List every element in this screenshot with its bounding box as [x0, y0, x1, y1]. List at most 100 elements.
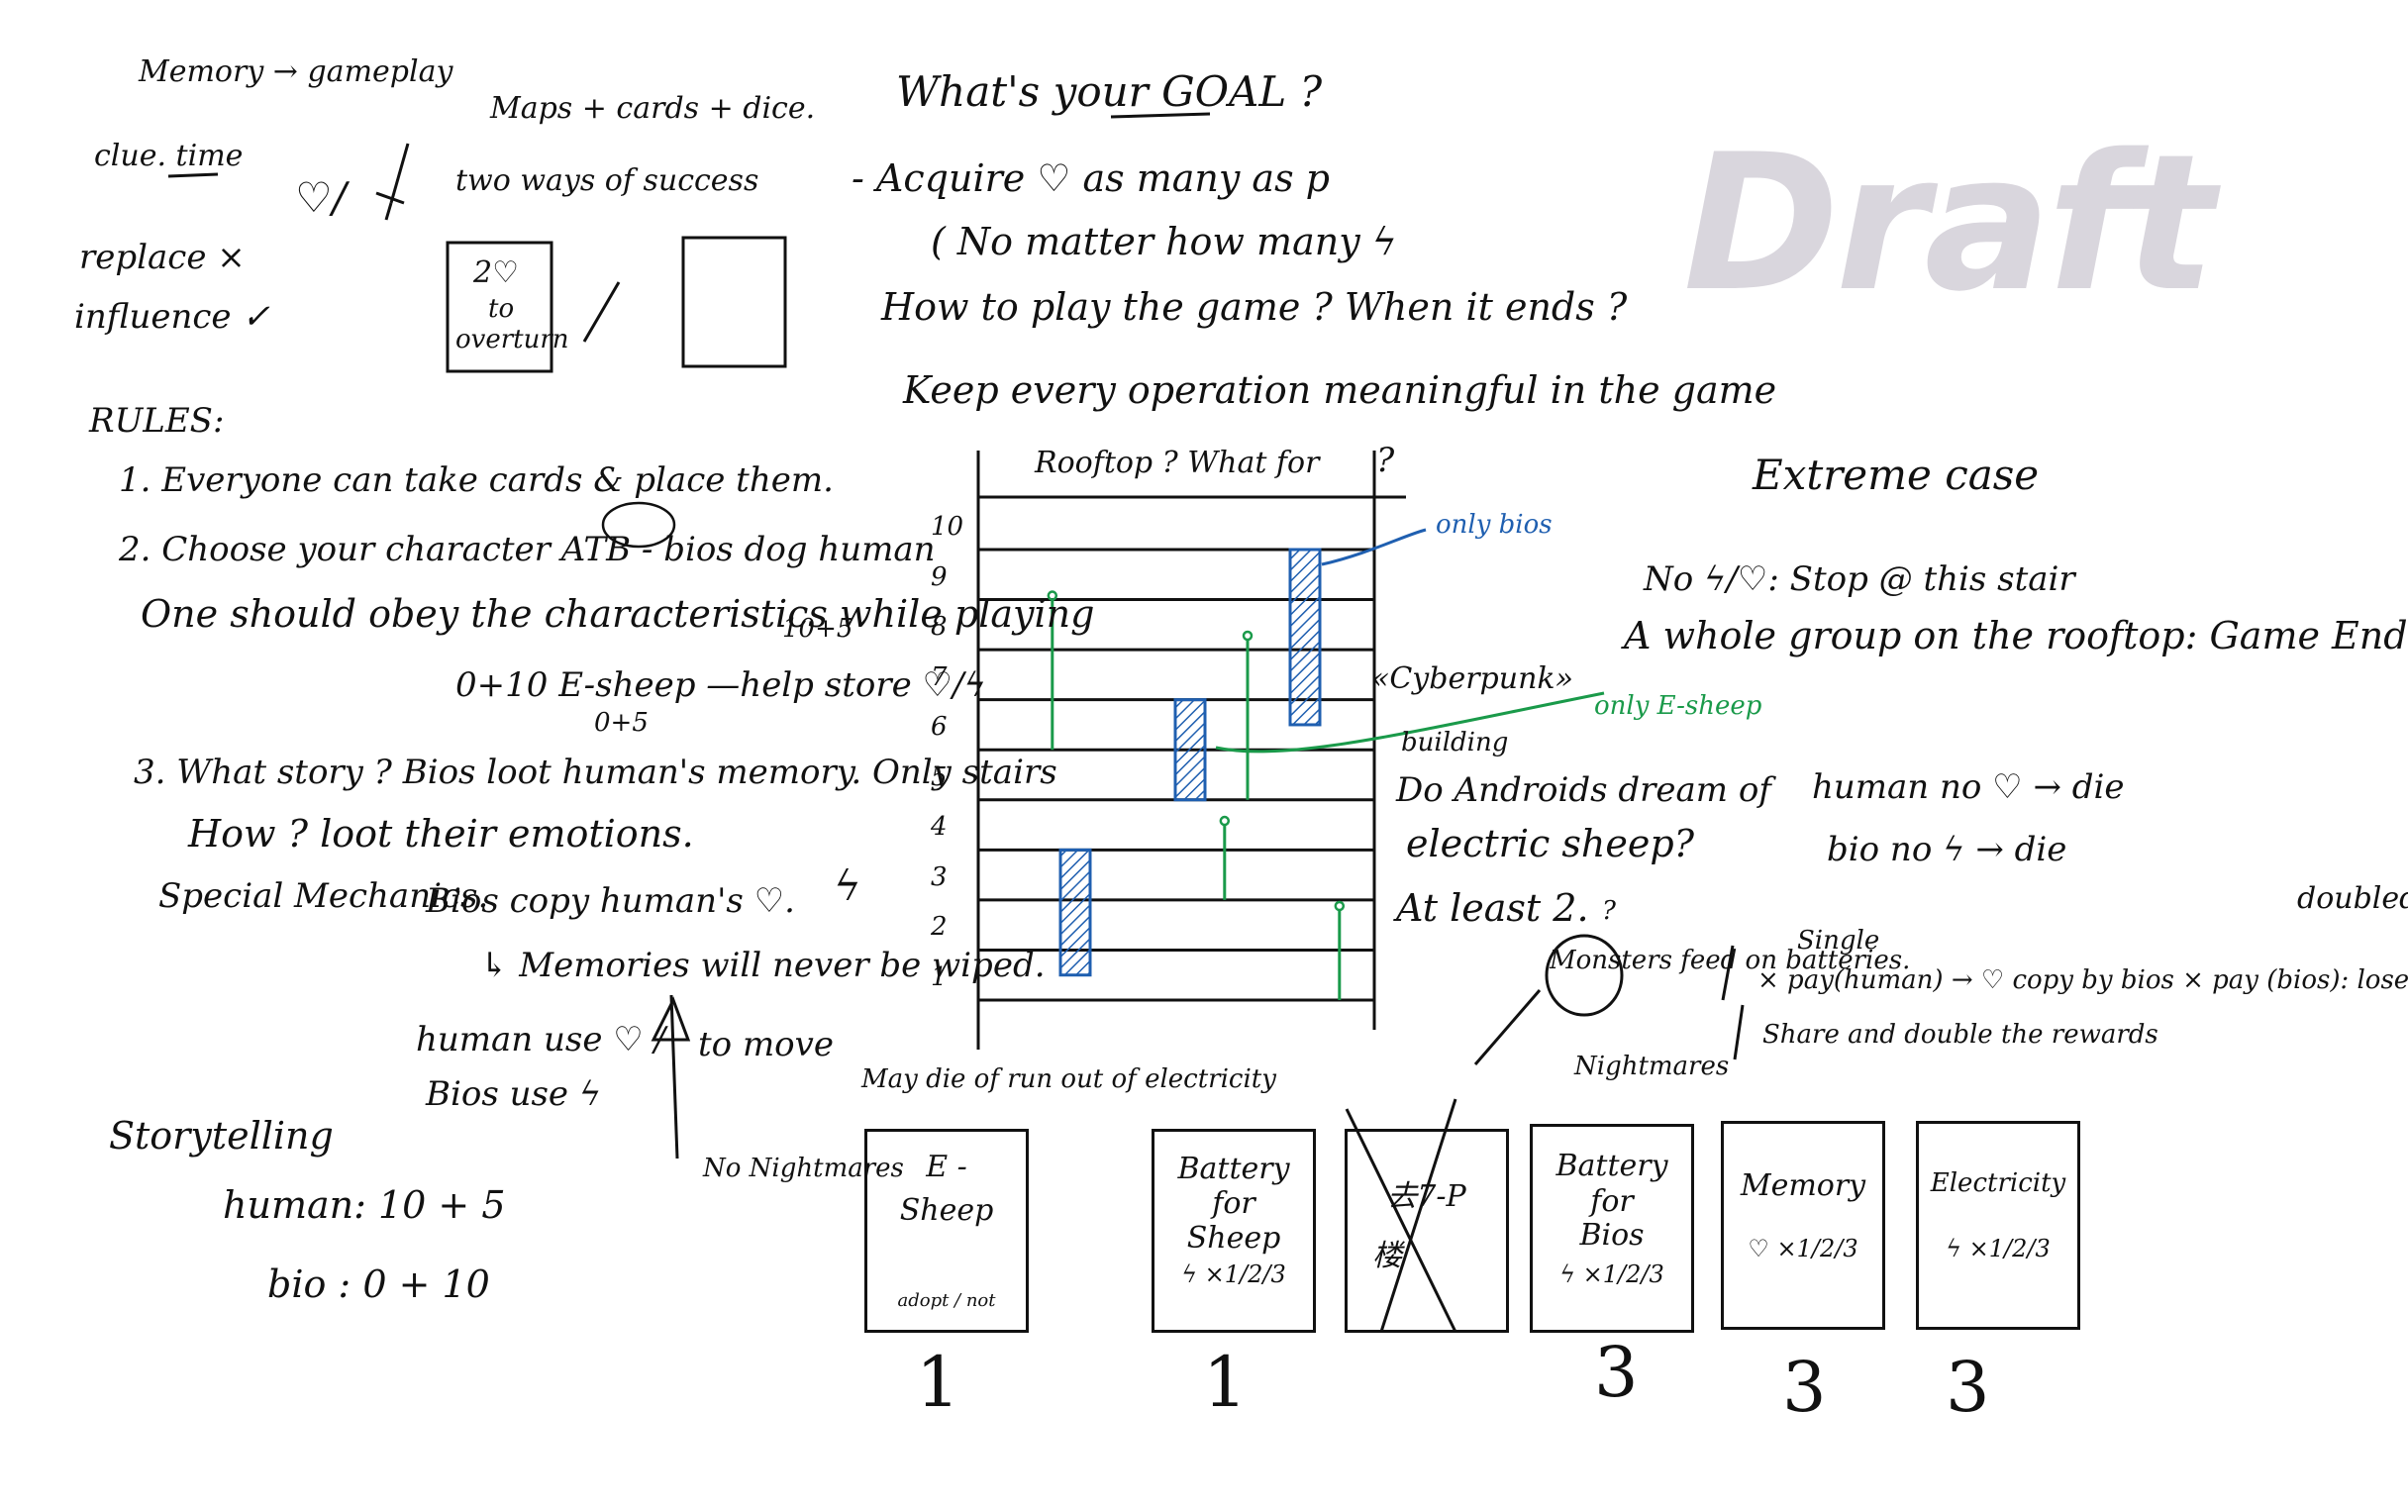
- nightmares: Nightmares: [1574, 1052, 1730, 1081]
- bios-use: Bios use ϟ: [426, 1074, 602, 1114]
- goal-keep-every: Keep every operation meaningful in the g…: [903, 368, 1777, 412]
- special-mechanics: Special Mechanics.: [158, 876, 489, 916]
- rule-2b: One should obey the characteristics whil…: [141, 592, 1095, 636]
- single: Single: [1797, 926, 1880, 956]
- bio-die: bio no ϟ → die: [1827, 830, 2067, 869]
- blank-card: [681, 236, 787, 368]
- human-stem-head: [1047, 590, 1058, 601]
- card-line: ♡ ×1/2/3: [1748, 1235, 1858, 1262]
- card-line: Battery: [1177, 1152, 1290, 1186]
- card-line: ϟ ×1/2/3: [1181, 1260, 1286, 1288]
- doubled: doubled: [2297, 881, 2408, 916]
- extreme-title: Extreme case: [1753, 451, 2040, 499]
- building: building: [1401, 728, 1509, 757]
- note-clue-time: clue. time: [94, 139, 244, 173]
- human-stem-head: [1219, 815, 1231, 827]
- rules-header: RULES:: [89, 401, 225, 441]
- to-move: to move: [698, 1025, 834, 1064]
- heart-icon: ♡/: [295, 173, 347, 222]
- card-line: Electricity: [1930, 1168, 2066, 1198]
- card-line: E -: [926, 1150, 967, 1184]
- rule-3b: How ? loot their emotions.: [188, 812, 694, 856]
- card-count: 1: [1203, 1342, 1248, 1423]
- y-tick-label: 7: [931, 661, 948, 692]
- storytelling: Storytelling: [109, 1114, 334, 1158]
- y-tick-label: 6: [931, 712, 948, 743]
- y-tick-label: 10: [931, 512, 964, 542]
- lightning-icon: ϟ: [834, 861, 861, 910]
- card-electricity[interactable]: Electricity ϟ ×1/2/3: [1916, 1121, 2080, 1330]
- chart-title-q: ?: [1376, 441, 1395, 480]
- rule-1: 1. Everyone can take cards & place them.: [119, 460, 834, 500]
- y-tick-label: 9: [931, 561, 948, 592]
- pay-human: × pay(human) → ♡ copy by bios × pay (bio…: [1757, 965, 2408, 995]
- card-line: Sheep: [899, 1193, 994, 1228]
- no-nightmares: No Nightmares: [703, 1154, 904, 1183]
- memories-wiped: ↳ Memories will never be wiped.: [480, 946, 1046, 985]
- goal-title: What's your GOAL ?: [896, 67, 1323, 116]
- may-die: May die of run out of electricity: [861, 1064, 1276, 1094]
- y-tick-label: 5: [931, 761, 948, 792]
- goal-acquire: - Acquire ♡ as many as p: [852, 156, 1330, 200]
- sword-icon: [375, 143, 410, 221]
- card-battery-bios[interactable]: Battery for Bios ϟ ×1/2/3: [1530, 1124, 1694, 1333]
- chart-title: Rooftop ? What for: [1035, 446, 1320, 480]
- question-mark: ?: [1602, 896, 1616, 926]
- card-to: to: [488, 294, 515, 324]
- y-tick-label: 1: [931, 962, 948, 992]
- card-crossed[interactable]: 去7-P 楼: [1345, 1129, 1509, 1333]
- only-bios-label: only bios: [1436, 510, 1553, 540]
- card-line: ϟ ×1/2/3: [1559, 1260, 1664, 1288]
- rule-2e: 0+5: [594, 708, 649, 738]
- card-overturn: overturn: [455, 325, 569, 354]
- human-stem-head: [1242, 630, 1254, 642]
- electric-sheep: electric sheep?: [1406, 822, 1695, 865]
- card-line: Memory: [1740, 1168, 1866, 1203]
- human-die: human no ♡ → die: [1812, 767, 2125, 807]
- only-esheep-label: only E-sheep: [1594, 691, 1762, 721]
- card-line: for: [1590, 1184, 1634, 1219]
- androids: Do Androids dream of: [1396, 770, 1771, 810]
- card-line: Bios: [1579, 1218, 1645, 1253]
- card-line: for: [1212, 1186, 1255, 1221]
- rule-2: 2. Choose your character ATB - bios dog …: [119, 530, 936, 569]
- goal-no-matter: ( No matter how many ϟ: [931, 220, 1397, 263]
- note-two-ways: two ways of success: [455, 163, 759, 198]
- card-line: 楼: [1372, 1239, 1402, 1273]
- card-line: ϟ ×1/2/3: [1946, 1235, 2051, 1262]
- card-count: 1: [916, 1342, 960, 1423]
- card-2heart: 2♡: [473, 255, 519, 290]
- y-tick-label: 8: [931, 612, 948, 643]
- note-replace: replace ×: [79, 238, 246, 277]
- extreme-whole-group: A whole group on the rooftop: Game End: [1624, 614, 2408, 657]
- y-tick-label: 3: [931, 861, 948, 892]
- card-count: 3: [1782, 1347, 1827, 1428]
- monsters: Monsters feed on batteries.: [1550, 946, 1911, 975]
- y-tick-label: 4: [931, 812, 948, 843]
- share-rewards: Share and double the rewards: [1762, 1020, 2158, 1050]
- card-esheep[interactable]: E - Sheep adopt / not: [864, 1129, 1029, 1333]
- big-sword-icon: [651, 994, 691, 1159]
- at-least-two: At least 2.: [1396, 886, 1589, 930]
- bios-bar: [1058, 848, 1092, 977]
- card-battery-sheep[interactable]: Battery for Sheep ϟ ×1/2/3: [1152, 1129, 1316, 1333]
- rule-2c: 10+5: [782, 614, 853, 644]
- goal-how-to-play: How to play the game ? When it ends ?: [881, 285, 1628, 329]
- card-line: 去7-P: [1387, 1179, 1466, 1214]
- bios-bar: [1288, 548, 1322, 727]
- human-value: human: 10 + 5: [223, 1183, 506, 1227]
- bios-copy: Bios copy human's ♡.: [426, 881, 795, 921]
- note-memory-gameplay: Memory → gameplay: [139, 54, 453, 89]
- rule-3: 3. What story ? Bios loot human's memory…: [134, 753, 1057, 792]
- human-use: human use ♡ /: [416, 1020, 666, 1059]
- card-line: Battery: [1555, 1149, 1668, 1183]
- human-stem-head: [1334, 900, 1346, 912]
- card-foot: adopt / not: [897, 1290, 996, 1311]
- note-maps-cards-dice: Maps + cards + dice.: [490, 91, 816, 126]
- card-memory[interactable]: Memory ♡ ×1/2/3: [1721, 1121, 1885, 1330]
- note-influence: influence ✓: [74, 297, 270, 337]
- rule-2d: 0+10 E-sheep —help store ♡/ϟ: [455, 665, 986, 705]
- extreme-no-heart: No ϟ/♡: Stop @ this stair: [1644, 559, 2075, 599]
- bio-value: bio : 0 + 10: [267, 1262, 490, 1306]
- card-count: 3: [1946, 1347, 1990, 1428]
